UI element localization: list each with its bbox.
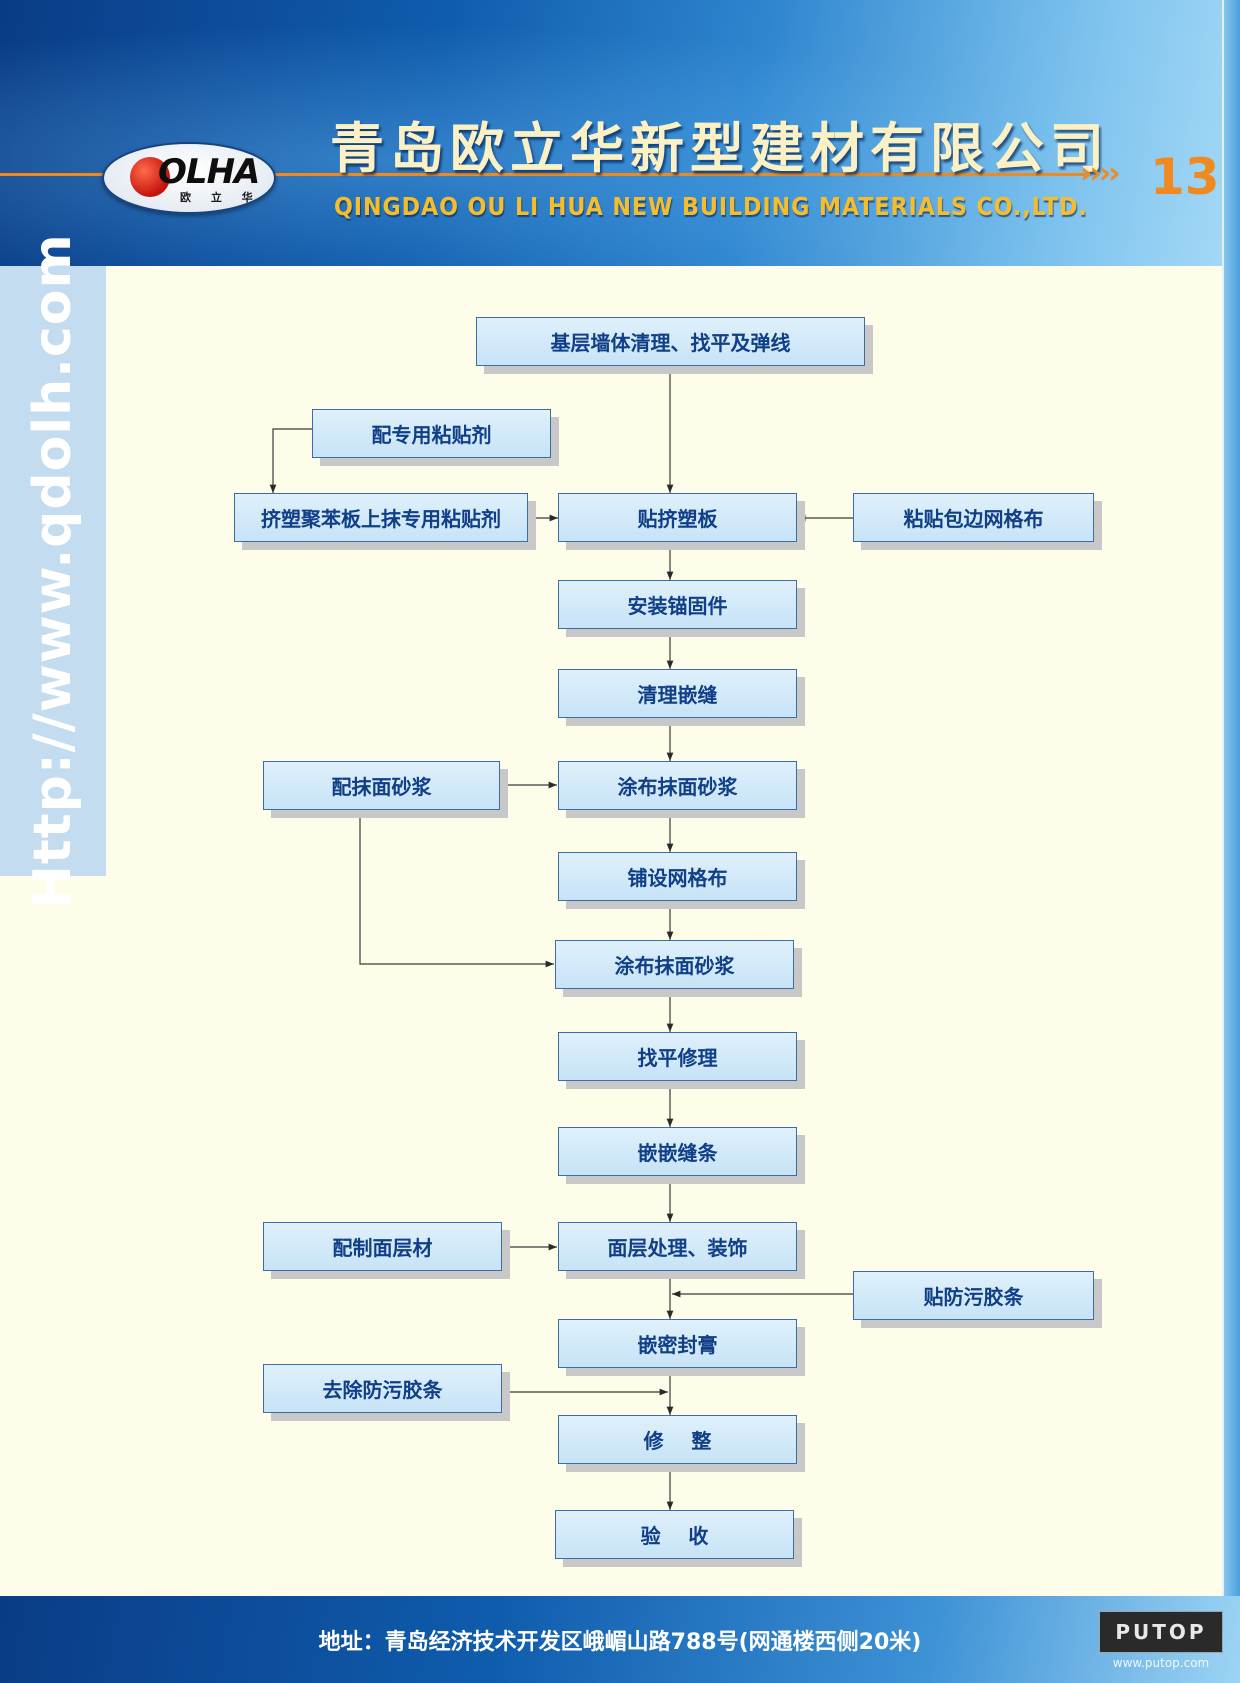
- side-url-band: [0, 266, 106, 876]
- connector: [269, 428, 312, 493]
- logo-text: OLHA: [158, 152, 260, 192]
- right-edge-strip: [1222, 0, 1240, 1683]
- step-acceptance: 验 收: [555, 1510, 794, 1559]
- header-banner: 青岛欧立华新型建材有限公司 QINGDAO OU LI HUA NEW BUIL…: [0, 0, 1240, 266]
- step-sealant: 嵌密封膏: [558, 1319, 797, 1368]
- content-area: [0, 266, 1240, 1596]
- side-prepare-mortar: 配抹面砂浆: [263, 761, 500, 810]
- step-trim: 修 整: [558, 1415, 797, 1464]
- company-name-en: QINGDAO OU LI HUA NEW BUILDING MATERIALS…: [334, 192, 1088, 221]
- footer-address: 地址：青岛经济技术开发区峨嵋山路788号(网通楼西侧20米): [318, 1630, 922, 1655]
- header-rule: [0, 173, 1085, 176]
- step-attach-xps-board: 贴挤塑板: [558, 493, 797, 542]
- footer-banner: 地址：青岛经济技术开发区峨嵋山路788号(网通楼西侧20米) PUTOP www…: [0, 1596, 1240, 1683]
- header-glow: [0, 0, 1240, 266]
- step-lay-mesh: 铺设网格布: [558, 852, 797, 901]
- step-install-anchors: 安装锚固件: [558, 580, 797, 629]
- page-number: 13: [1150, 148, 1220, 206]
- step-base-wall-preparation: 基层墙体清理、找平及弹线: [476, 317, 865, 366]
- putop-url[interactable]: www.putop.com: [1112, 1656, 1210, 1670]
- putop-logo: PUTOP: [1099, 1611, 1223, 1653]
- step-level-repair: 找平修理: [558, 1032, 797, 1081]
- side-attach-edge-mesh: 粘贴包边网格布: [853, 493, 1094, 542]
- company-name-cn: 青岛欧立华新型建材有限公司: [330, 117, 1110, 180]
- side-apply-adhesive-on-board: 挤塑聚苯板上抹专用粘贴剂: [234, 493, 528, 542]
- step-insert-joint-strip: 嵌嵌缝条: [558, 1127, 797, 1176]
- frame-line: [1222, 0, 1224, 1683]
- side-remove-protective-tape: 去除防污胶条: [263, 1364, 502, 1413]
- side-prepare-finish-material: 配制面层材: [263, 1222, 502, 1271]
- step-apply-mortar-2: 涂布抹面砂浆: [555, 940, 794, 989]
- step-apply-mortar-1: 涂布抹面砂浆: [558, 761, 797, 810]
- company-logo: OLHA 欧 立 华: [102, 142, 276, 214]
- logo-sphere-icon: [130, 157, 170, 197]
- chevron-right-icon: ››››: [1080, 156, 1120, 191]
- step-surface-finish: 面层处理、装饰: [558, 1222, 797, 1271]
- connector: [359, 810, 554, 968]
- step-clean-joints: 清理嵌缝: [558, 669, 797, 718]
- logo-subtext: 欧 立 华: [180, 191, 261, 204]
- side-attach-protective-tape: 贴防污胶条: [853, 1271, 1094, 1320]
- side-prepare-adhesive: 配专用粘贴剂: [312, 409, 551, 458]
